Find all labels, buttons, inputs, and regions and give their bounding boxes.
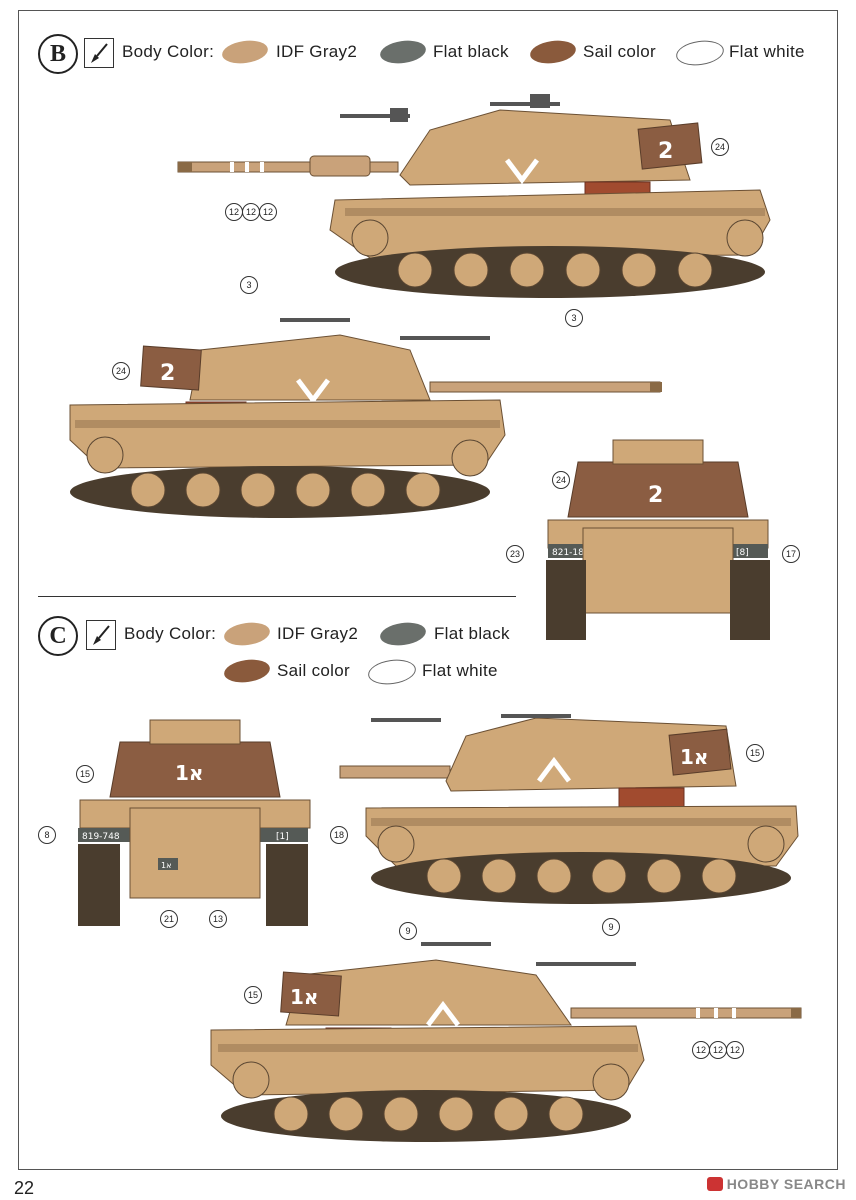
callout-23: 23 [506,545,524,563]
callout-24c: 24 [552,471,570,489]
section-divider [38,596,516,597]
scheme-c-rear-view: א1 819-748 [1] א1 [78,719,311,926]
legend-idf-gray2: IDF Gray2 [276,42,358,61]
callout-3a: 3 [565,309,583,327]
rear-small-marking: א1 [161,861,171,870]
body-color-label: Body Color: [122,42,215,61]
callout-8: 8 [38,826,56,844]
paintbrush-icon [86,620,116,650]
page-number: 22 [14,1178,35,1198]
callout-24a: 24 [711,138,729,156]
callout-12d: 12 [692,1041,710,1059]
scheme-b-rear-view: 2 821-189 [8] [546,439,770,640]
legend-flat-black: Flat black [434,624,510,643]
svg-text:א1: א1 [680,745,708,769]
plate-right: [8] [736,548,749,558]
page-frame [18,10,838,1170]
scheme-b-side-view-left: 2 [177,94,771,298]
scheme-b-badge: B [38,34,78,74]
callout-3b: 3 [240,276,258,294]
plate-right: [1] [276,832,289,842]
body-color-label: Body Color: [124,624,217,643]
watermark: HOBBY SEARCH [706,1176,846,1192]
paintbrush-icon [84,38,114,68]
legend-sail-color: Sail color [583,42,656,61]
svg-text:2: 2 [160,361,175,386]
callout-12b: 12 [242,203,260,221]
callout-21: 21 [160,910,178,928]
legend-flat-black: Flat black [433,42,509,61]
callout-12e: 12 [709,1041,727,1059]
callout-12c: 12 [259,203,277,221]
plate-left: 821-189 [552,548,590,558]
hobby-search-logo-icon [706,1177,723,1191]
callout-15c: 15 [244,986,262,1004]
plate-left: 819-748 [82,832,120,842]
callout-18: 18 [330,826,348,844]
callout-12a: 12 [225,203,243,221]
callout-9b: 9 [399,922,417,940]
turret-marking: 2 [658,139,673,164]
legend-flat-white: Flat white [422,661,498,680]
scheme-c-badge: C [38,616,78,656]
legend-idf-gray2: IDF Gray2 [277,624,359,643]
svg-text:א1: א1 [175,761,203,785]
callout-12f: 12 [726,1041,744,1059]
legend-flat-white: Flat white [729,42,805,61]
svg-text:א1: א1 [290,985,318,1009]
callout-13: 13 [209,910,227,928]
scheme-c-side-view-left: א1 [339,714,799,904]
callout-15b: 15 [746,744,764,762]
callout-24b: 24 [112,362,130,380]
scheme-c-side-view-right: א1 [210,942,802,1142]
legend-sail-color: Sail color [277,661,350,680]
callout-9a: 9 [602,918,620,936]
svg-text:2: 2 [648,483,663,508]
callout-17: 17 [782,545,800,563]
callout-15a: 15 [76,765,94,783]
scheme-b-side-view-right: 2 [69,318,662,518]
